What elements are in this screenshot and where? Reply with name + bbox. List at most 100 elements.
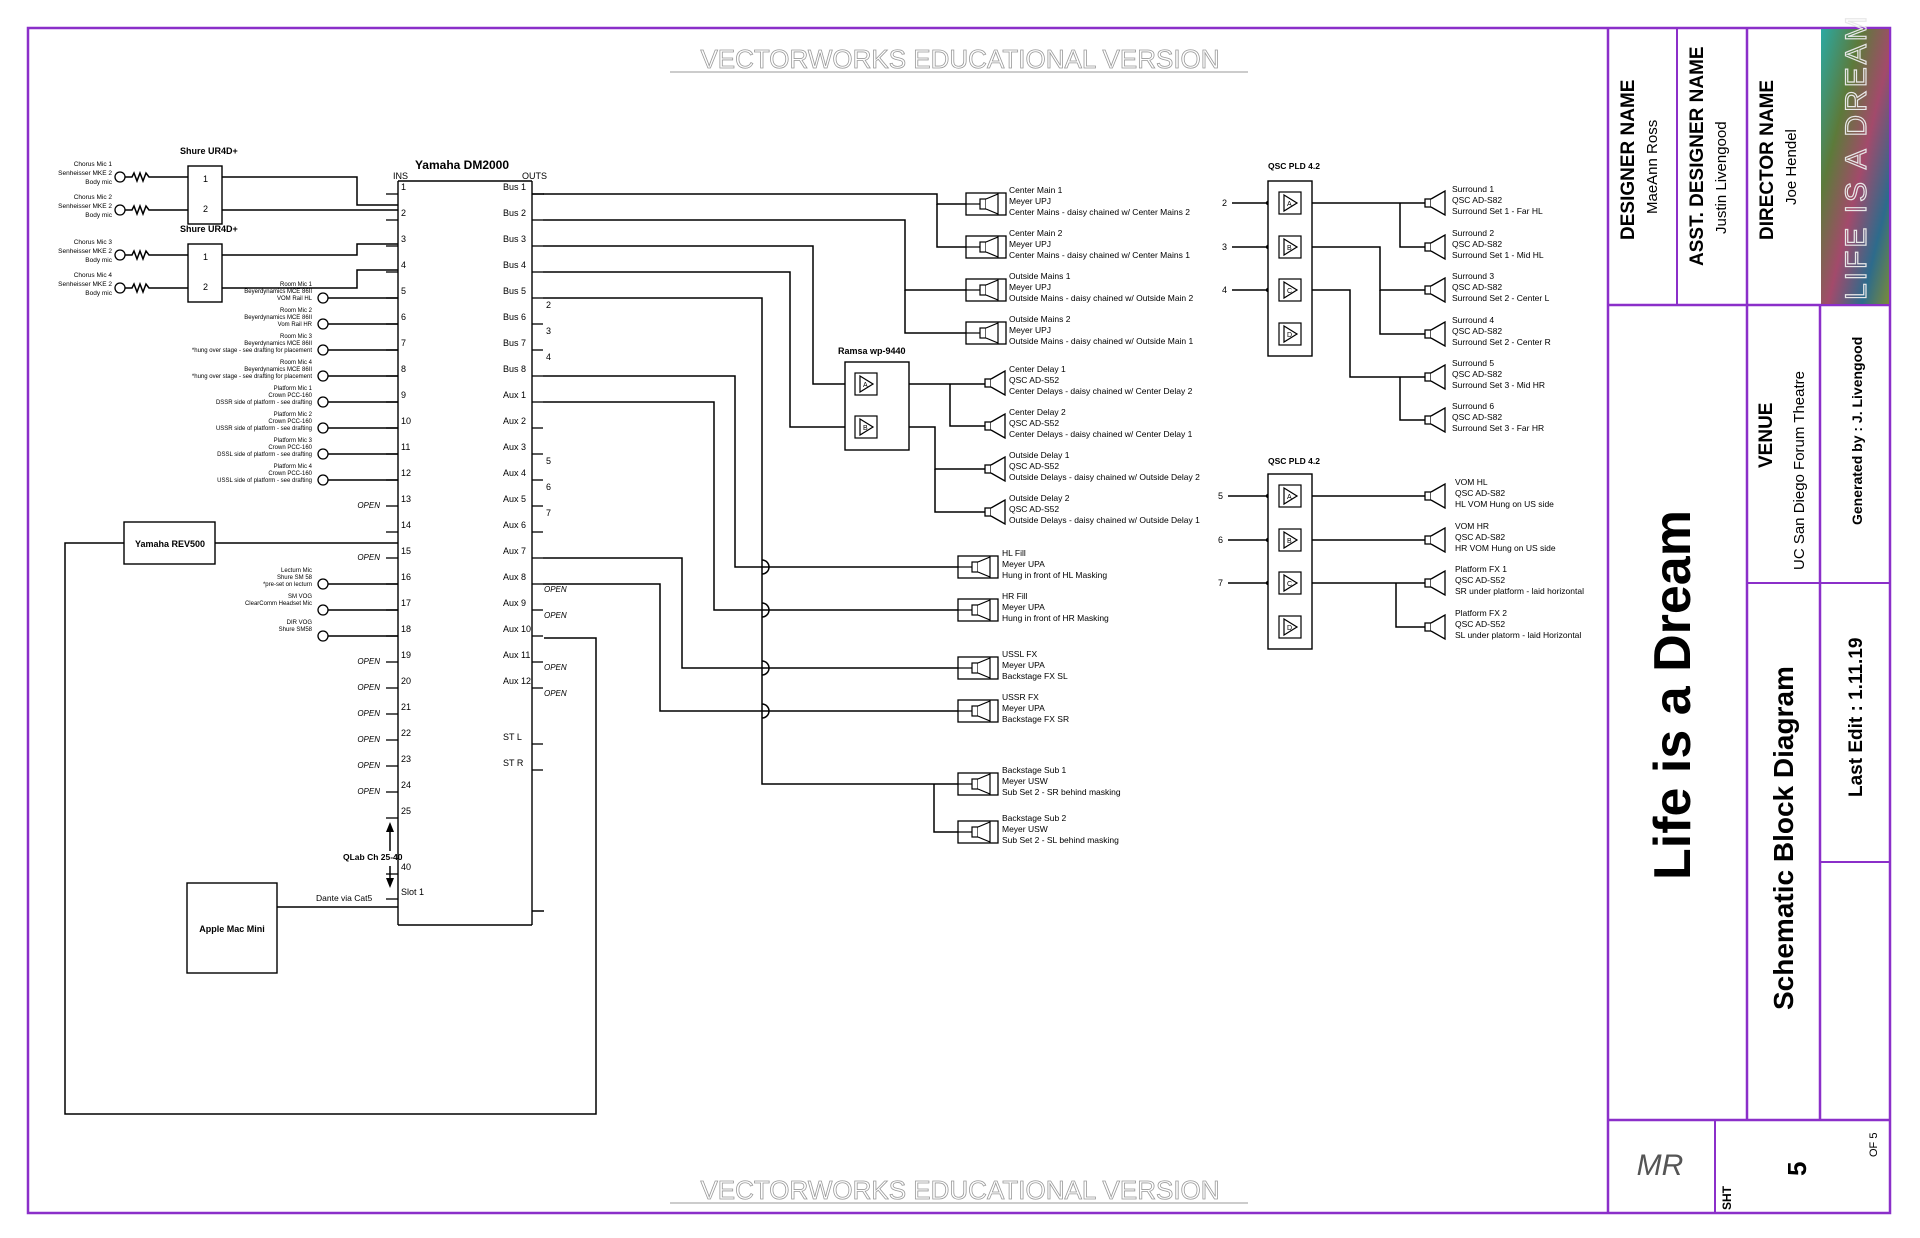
- watermark-bottom: VECTORWORKS EDUCATIONAL VERSION: [700, 1175, 1219, 1205]
- main-speaker-label-7-line: Outside Delays - daisy chained w/ Outsid…: [1009, 472, 1200, 482]
- speaker-cone: [985, 322, 999, 344]
- input-open-24: OPEN: [357, 787, 380, 796]
- console-input-19: 19: [401, 650, 411, 660]
- microphone-icon: [317, 604, 329, 616]
- surround-speaker-label-4-line: Surround 4: [1452, 315, 1494, 325]
- console-input-10: 10: [401, 416, 411, 426]
- delay-speaker-4: [984, 498, 1006, 526]
- qsc-amp-1-input-2: 2: [1222, 198, 1227, 208]
- qsc-amp-2-input-6: 6: [1218, 535, 1223, 545]
- signal-wires: [64, 170, 1425, 1115]
- fx-speaker-label-6-line: Meyer USW: [1002, 824, 1048, 834]
- console-title: Yamaha DM2000: [415, 158, 509, 172]
- wireless-mic-label: Chorus Mic 4: [74, 272, 113, 279]
- qlab-label: QLab Ch 25-40: [343, 852, 403, 862]
- wired-mic-label: Beyerdynamics MCE 86II: [244, 341, 312, 347]
- console-output-bus-2: Bus 2: [503, 208, 526, 218]
- console-input-2: 2: [401, 208, 406, 218]
- speaker-cone: [1430, 276, 1446, 304]
- ramsa-label: Ramsa wp-9440: [838, 346, 906, 356]
- surround-speaker-label-5-line: Surround 5: [1452, 358, 1494, 368]
- wired-mic-label: *pre-set on lecturn: [263, 582, 312, 588]
- speaker-driver: [971, 662, 979, 674]
- amp-channel-letter: A: [863, 382, 868, 389]
- input-open-13: OPEN: [357, 501, 380, 510]
- wireless-mic-label: Senheisser MKE 2: [58, 248, 112, 255]
- delay-speaker-3: [984, 455, 1006, 483]
- microphone-icon: [317, 474, 329, 486]
- amp-triangle: [859, 374, 875, 394]
- speaker-cone: [977, 599, 991, 621]
- yamaha-rev500: [123, 521, 216, 565]
- amp-triangle: [1283, 324, 1299, 344]
- delay-speaker-1: [984, 369, 1006, 397]
- wired-mic-label: USSL side of platform - see drafting: [217, 478, 312, 484]
- console-output-st-r: ST R: [503, 758, 524, 768]
- vom-speaker-label-1-line: QSC AD-S82: [1455, 488, 1505, 498]
- fx-speaker-label-6-line: Sub Set 2 - SL behind masking: [1002, 835, 1119, 845]
- speaker-cone: [1430, 406, 1446, 434]
- surround-speaker-label-1-line: QSC AD-S82: [1452, 195, 1502, 205]
- output-open: OPEN: [544, 663, 567, 672]
- watermark-top: VECTORWORKS EDUCATIONAL VERSION: [700, 44, 1219, 74]
- lavalier-mic-icon: [114, 171, 126, 183]
- console-input-22: 22: [401, 728, 411, 738]
- wired-mic-label: Platform Mic 1: [274, 386, 313, 392]
- wired-mic-label: Lecturn Mic: [281, 568, 312, 574]
- main-speaker-label-3-line: Outside Mains - daisy chained w/ Outside…: [1009, 293, 1194, 303]
- console-input-slot-1: Slot 1: [401, 887, 424, 897]
- reverb-label: Yamaha REV500: [135, 539, 205, 549]
- fx-speaker-1: [957, 555, 999, 579]
- speaker-cone: [1430, 569, 1446, 597]
- main-speaker-label-1-line: Meyer UPJ: [1009, 196, 1051, 206]
- sheet-border: [26, 26, 1892, 1215]
- surround-speaker-label-3-line: Surround 3: [1452, 271, 1494, 281]
- wired-mic-label: Crown PCC-160: [268, 419, 312, 425]
- surround-speaker-label-2-line: QSC AD-S82: [1452, 239, 1502, 249]
- speaker-cone: [977, 773, 991, 795]
- wire: [933, 784, 958, 833]
- console-input-12: 12: [401, 468, 411, 478]
- wireless-mic-label: Senheisser MKE 2: [58, 170, 112, 177]
- speaker-cone: [1430, 482, 1446, 510]
- wire-crossover-icon: [761, 602, 770, 618]
- speaker-driver: [971, 778, 979, 790]
- surround-speaker-4: [1424, 320, 1446, 348]
- amp-triangle: [1283, 486, 1299, 506]
- wire: [936, 204, 966, 248]
- console-input-23: 23: [401, 754, 411, 764]
- speaker-cone: [1430, 233, 1446, 261]
- qsc-amp-2-input-5: 5: [1218, 491, 1223, 501]
- wired-mic-label: SM VOG: [288, 594, 312, 600]
- receiver-label-1: Shure UR4D+: [180, 146, 238, 156]
- speaker-driver: [984, 464, 992, 474]
- fx-speaker-label-3-line: Backstage FX SL: [1002, 671, 1068, 681]
- main-speaker-label-2-line: Center Mains - daisy chained w/ Center M…: [1009, 250, 1190, 260]
- wire: [1395, 583, 1425, 628]
- fx-speaker-label-1-line: HL Fill: [1002, 548, 1026, 558]
- console-input-18: 18: [401, 624, 411, 634]
- fx-speaker-label-5-line: Meyer USW: [1002, 776, 1048, 786]
- wired-mic-label: Shure SM58: [279, 627, 313, 633]
- mic-cable: [125, 248, 188, 262]
- wireless-mic-label: Senheisser MKE 2: [58, 281, 112, 288]
- wired-mic-label: Beyerdynamics MCE 86II: [244, 289, 312, 295]
- wire: [543, 401, 958, 611]
- qsc-amp-1-input-4: 4: [1222, 285, 1227, 295]
- fx-speaker-label-5-line: Backstage Sub 1: [1002, 765, 1067, 775]
- wired-mic-label: Room Mic 3: [280, 334, 313, 340]
- console-input-21: 21: [401, 702, 411, 712]
- wire: [543, 271, 855, 428]
- wire: [904, 290, 966, 334]
- speaker-cone: [985, 279, 999, 301]
- speaker-driver: [979, 241, 987, 253]
- generated-by: Generated by : J. Livengood: [1849, 337, 1865, 525]
